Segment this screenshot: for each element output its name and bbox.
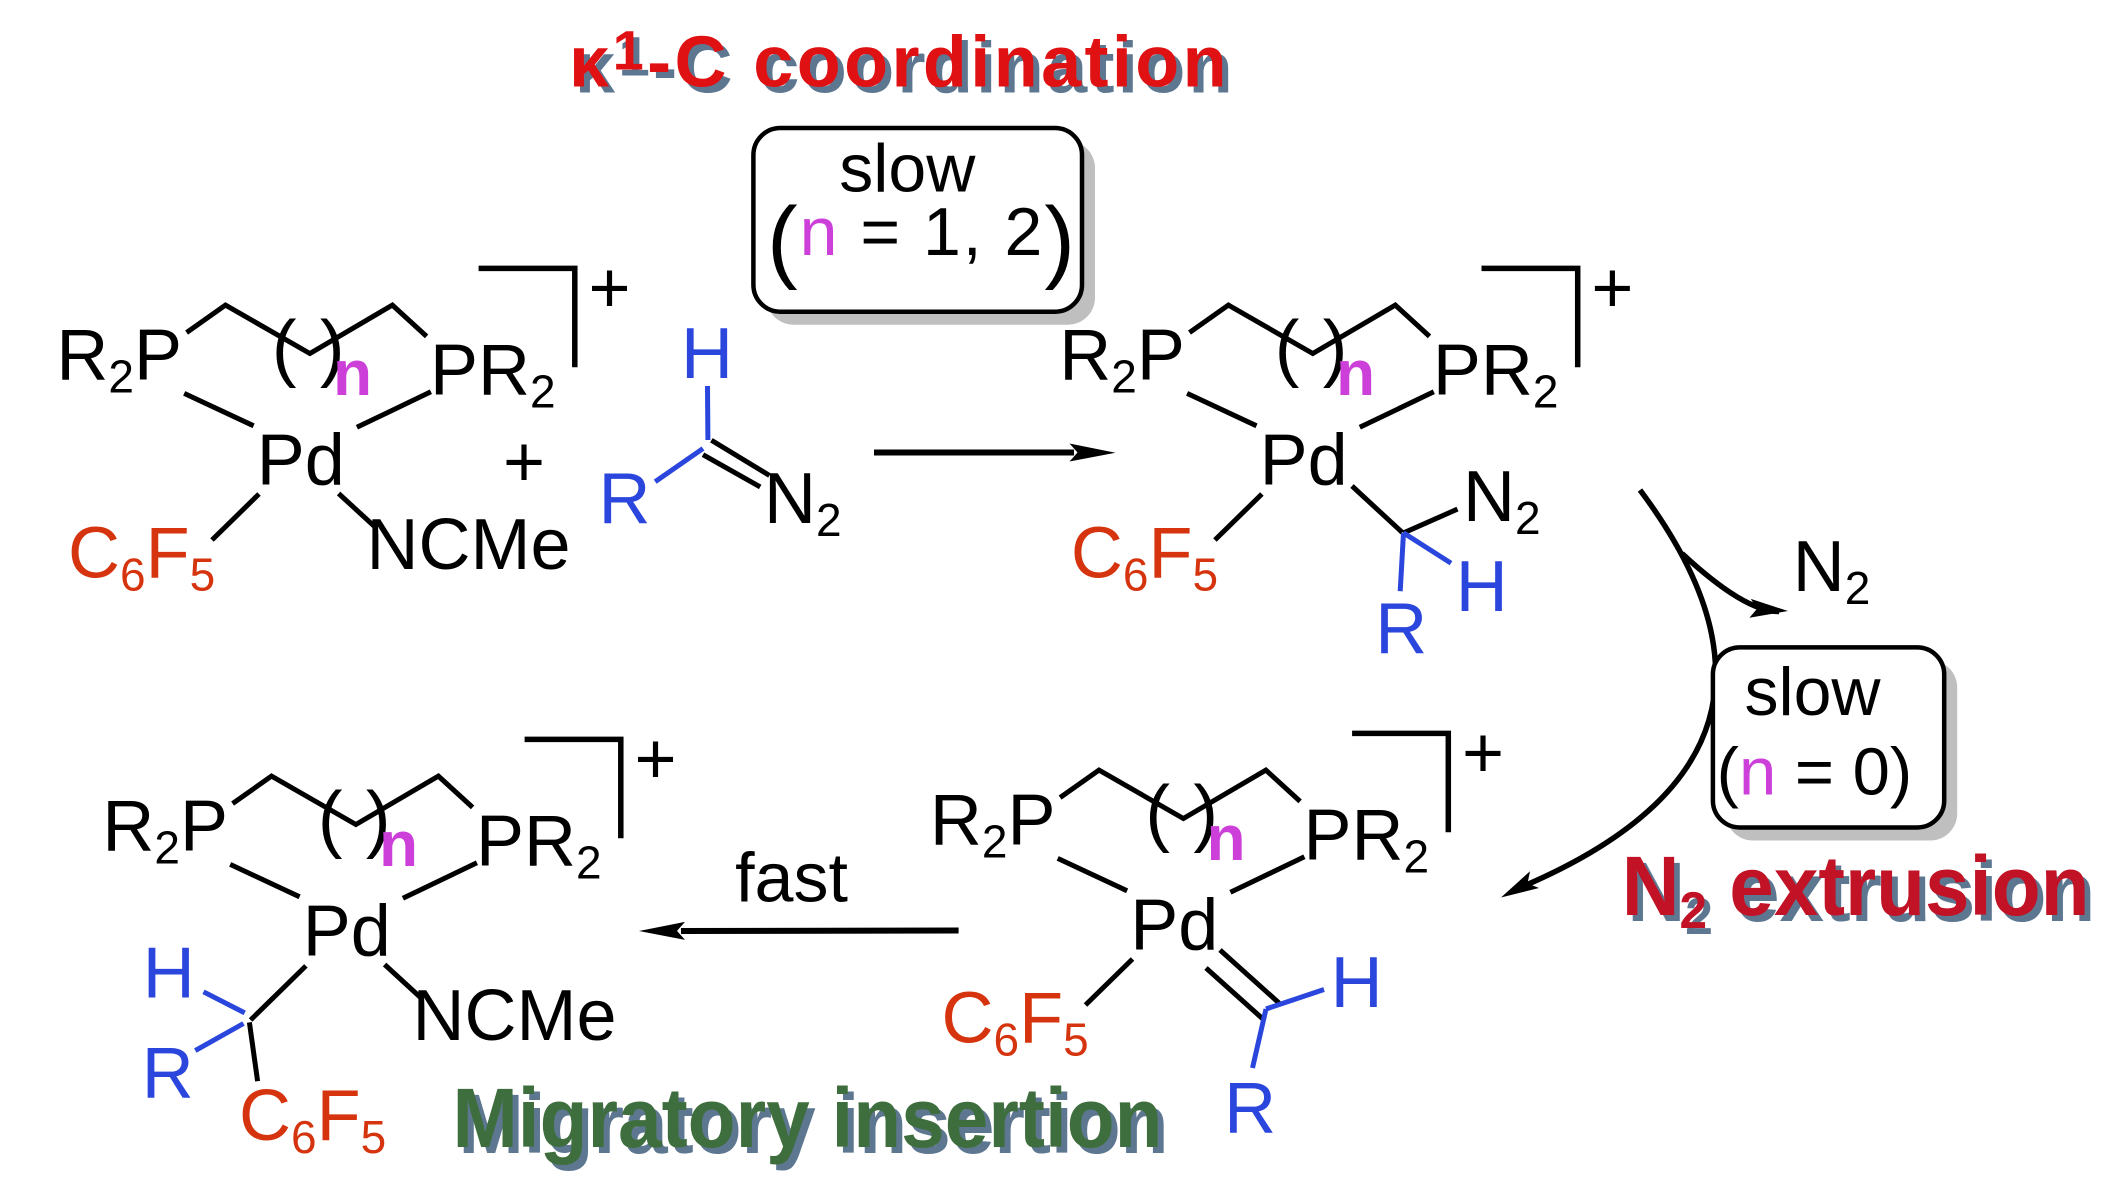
svg-text:slow: slow [839, 130, 976, 206]
svg-text:Migratory insertion: Migratory insertion [459, 1077, 1169, 1171]
svg-text:Pd: Pd [1260, 421, 1348, 501]
svg-text:): ) [1323, 305, 1348, 388]
svg-text:R: R [142, 1034, 194, 1114]
svg-text:): ) [320, 305, 345, 388]
svg-text:slow: slow [1744, 654, 1881, 730]
svg-text:R: R [1224, 1069, 1276, 1149]
svg-text:(​n = 1, 2): (​n = 1, 2) [767, 189, 1077, 291]
svg-text:n: n [333, 337, 372, 409]
svg-text:n: n [379, 808, 418, 880]
svg-text:R: R [1375, 589, 1427, 669]
svg-text:H: H [1456, 547, 1508, 627]
svg-text:R: R [599, 459, 651, 539]
svg-text:+: + [1462, 713, 1504, 793]
svg-text:κ1​-C coordination: κ1​-C coordination [569, 19, 1230, 103]
svg-text:+: + [588, 248, 630, 328]
svg-text:Pd: Pd [303, 892, 391, 972]
svg-text:H: H [1331, 943, 1383, 1023]
svg-text:NCMe: NCMe [413, 976, 617, 1056]
svg-text:n: n [1336, 337, 1375, 409]
svg-text:Pd: Pd [1130, 886, 1218, 966]
svg-text:(n = 0): (n = 0) [1717, 735, 1913, 810]
svg-text:Pd: Pd [257, 421, 345, 501]
svg-text:+: + [1591, 248, 1633, 328]
svg-text:): ) [1193, 770, 1218, 853]
svg-text:+: + [503, 423, 545, 503]
svg-text:NCMe: NCMe [367, 505, 571, 585]
svg-text:H: H [681, 314, 733, 394]
svg-text:R2​P: R2​P [102, 786, 228, 873]
svg-text:n: n [1207, 802, 1246, 874]
svg-text:(: ( [272, 305, 297, 388]
svg-text:(: ( [1145, 770, 1170, 853]
svg-text:H: H [143, 934, 195, 1014]
svg-text:fast: fast [735, 839, 848, 917]
svg-text:(: ( [1275, 305, 1300, 388]
svg-text:Migratory insertion: Migratory insertion [453, 1071, 1163, 1165]
svg-text:+: + [634, 719, 676, 799]
svg-text:): ) [366, 776, 391, 859]
svg-text:(: ( [318, 776, 343, 859]
svg-text:κ1​-C coordination: κ1​-C coordination [575, 25, 1236, 109]
